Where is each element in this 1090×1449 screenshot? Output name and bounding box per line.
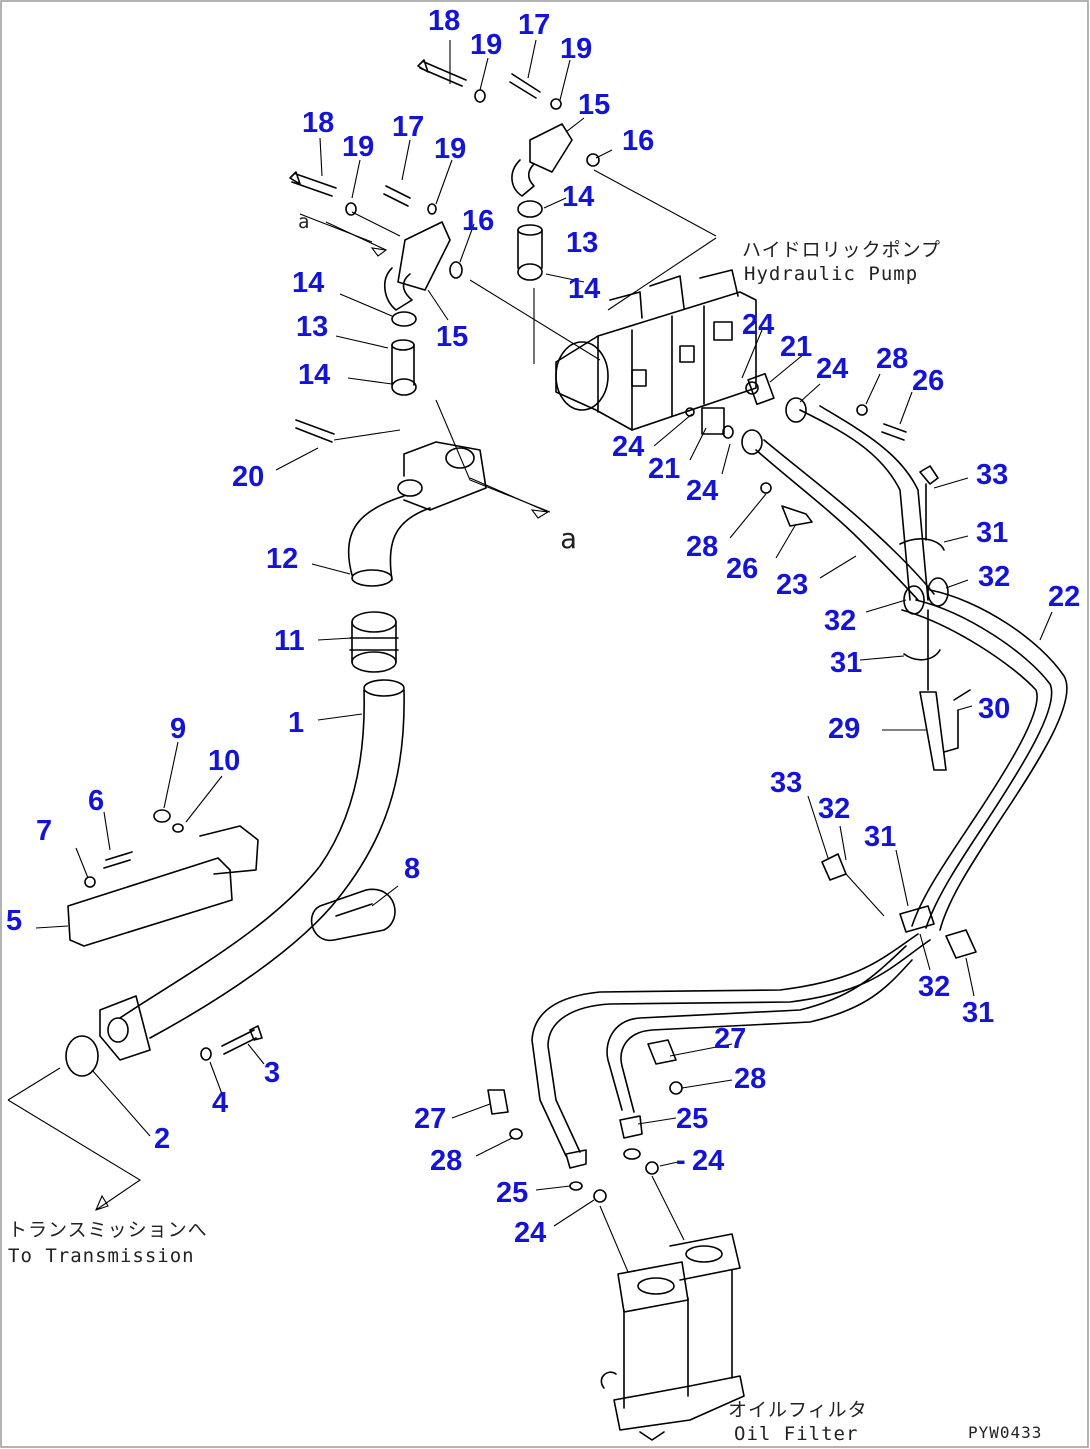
hose-11 bbox=[349, 611, 399, 673]
label-4: 4 bbox=[212, 1087, 228, 1119]
view-arrows bbox=[325, 221, 388, 257]
pipe-1 bbox=[65, 679, 405, 1077]
hydraulic-pump-label-en: Hydraulic Pump bbox=[744, 263, 918, 285]
label-17a: 17 bbox=[518, 9, 550, 41]
label-3: 3 bbox=[264, 1057, 280, 1089]
label-24c: 24 bbox=[612, 431, 644, 463]
view-marker-a-top: a bbox=[298, 211, 310, 233]
clamp-upper bbox=[899, 465, 971, 771]
label-33b: 33 bbox=[770, 767, 802, 799]
pump-outlets bbox=[685, 372, 907, 527]
label-26a: 26 bbox=[912, 365, 944, 397]
label-24d: 24 bbox=[686, 475, 718, 507]
label-11: 11 bbox=[274, 625, 305, 657]
oil-filter-label-jp: オイルフィルタ bbox=[728, 1399, 868, 1421]
top-fittings-right bbox=[417, 59, 717, 361]
to-transmission-label-en: To Transmission bbox=[8, 1245, 195, 1267]
label-25b: 25 bbox=[496, 1177, 528, 1209]
label-27b: 27 bbox=[414, 1103, 446, 1135]
label-15b: 15 bbox=[436, 321, 468, 353]
bolt-3-4 bbox=[200, 1025, 263, 1061]
drawing-code: PYW0433 bbox=[968, 1423, 1042, 1442]
label-31c: 31 bbox=[864, 821, 896, 853]
label-13a: 13 bbox=[566, 227, 598, 259]
part-labels: 18 19 17 19 15 16 14 13 14 18 19 17 19 1… bbox=[6, 5, 1080, 1249]
label-31d: 31 bbox=[962, 997, 994, 1029]
label-16b: 16 bbox=[462, 205, 494, 237]
hose-22-23 bbox=[531, 405, 1068, 1157]
label-28b: 28 bbox=[686, 531, 718, 563]
label-20: 20 bbox=[232, 461, 264, 493]
label-16a: 16 bbox=[622, 125, 654, 157]
bracket-5 bbox=[67, 809, 396, 947]
label-19a: 19 bbox=[470, 29, 502, 61]
oil-filter-fittings bbox=[487, 1039, 685, 1273]
label-21a: 21 bbox=[780, 331, 812, 363]
label-19c: 19 bbox=[342, 131, 374, 163]
oil-filter-label-en: Oil Filter bbox=[734, 1423, 858, 1445]
callouts: ハイドロリックポンプ Hydraulic Pump トランスミッションへ To … bbox=[8, 211, 1042, 1445]
label-9: 9 bbox=[170, 713, 186, 745]
label-28a: 28 bbox=[876, 343, 908, 375]
label-7: 7 bbox=[36, 815, 52, 847]
leader-lines bbox=[7, 39, 1053, 1227]
label-5: 5 bbox=[6, 905, 22, 937]
label-8: 8 bbox=[404, 853, 420, 885]
label-28d: 28 bbox=[430, 1145, 462, 1177]
label-24e-dash: - bbox=[676, 1145, 686, 1177]
label-23: 23 bbox=[776, 569, 808, 601]
label-15a: 15 bbox=[578, 89, 610, 121]
oil-filter bbox=[600, 1233, 745, 1441]
label-19b: 19 bbox=[560, 33, 592, 65]
label-27a: 27 bbox=[714, 1023, 746, 1055]
label-24a: 24 bbox=[742, 309, 774, 341]
hydraulic-pump bbox=[533, 237, 757, 431]
label-22: 22 bbox=[1048, 581, 1080, 613]
drawing-lines bbox=[7, 39, 1068, 1441]
label-21b: 21 bbox=[648, 453, 680, 485]
label-24f: 24 bbox=[514, 1217, 546, 1249]
label-18b: 18 bbox=[302, 107, 334, 139]
label-19d: 19 bbox=[434, 133, 466, 165]
label-14d: 14 bbox=[298, 359, 330, 391]
hydraulic-pump-label-jp: ハイドロリックポンプ bbox=[742, 239, 941, 261]
clamp-lower bbox=[821, 853, 977, 959]
label-24e: 24 bbox=[692, 1145, 724, 1177]
label-31b: 31 bbox=[830, 647, 862, 679]
label-14c: 14 bbox=[292, 267, 324, 299]
label-18a: 18 bbox=[428, 5, 460, 37]
view-marker-a-side: a bbox=[560, 522, 578, 555]
label-30: 30 bbox=[978, 693, 1010, 725]
label-2: 2 bbox=[154, 1123, 170, 1155]
label-6: 6 bbox=[88, 785, 104, 817]
label-17b: 17 bbox=[392, 111, 424, 143]
label-1: 1 bbox=[288, 707, 304, 739]
label-14b: 14 bbox=[568, 273, 600, 305]
label-26b: 26 bbox=[726, 553, 758, 585]
label-32c: 32 bbox=[818, 793, 850, 825]
suction-tee bbox=[295, 399, 551, 587]
label-12: 12 bbox=[266, 543, 298, 575]
label-24b: 24 bbox=[816, 353, 848, 385]
label-13b: 13 bbox=[296, 311, 328, 343]
label-14a: 14 bbox=[562, 181, 594, 213]
label-32b: 32 bbox=[824, 605, 856, 637]
label-33a: 33 bbox=[976, 459, 1008, 491]
label-29: 29 bbox=[828, 713, 860, 745]
label-28c: 28 bbox=[734, 1063, 766, 1095]
label-32a: 32 bbox=[978, 561, 1010, 593]
label-10: 10 bbox=[208, 745, 240, 777]
label-31a: 31 bbox=[976, 517, 1008, 549]
to-transmission-label-jp: トランスミッションへ bbox=[8, 1219, 208, 1241]
label-25a: 25 bbox=[676, 1103, 708, 1135]
top-fittings-left bbox=[289, 171, 463, 396]
label-32d: 32 bbox=[918, 971, 950, 1003]
